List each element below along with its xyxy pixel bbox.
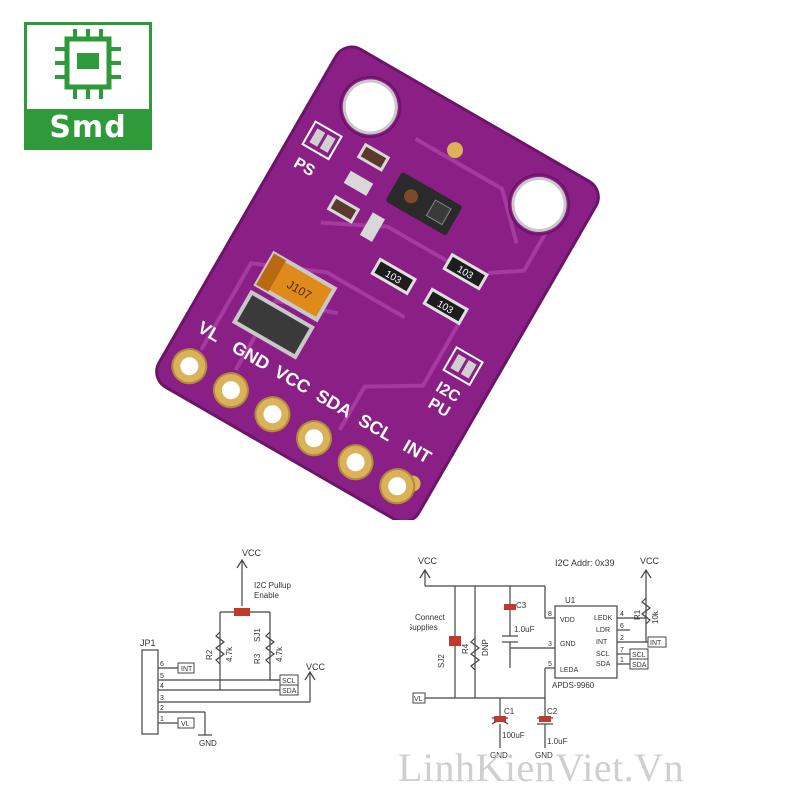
svg-text:SDA: SDA (596, 661, 611, 668)
svg-text:Power Supplies: Power Supplies (410, 623, 438, 632)
resistor: 103 (370, 257, 418, 296)
svg-text:C3: C3 (516, 601, 527, 610)
svg-text:4.7k: 4.7k (275, 646, 284, 662)
mount-hole (511, 176, 567, 232)
svg-text:APDS-9960: APDS-9960 (552, 681, 595, 690)
svg-text:U1: U1 (565, 596, 576, 605)
header-pin: VL (171, 317, 224, 385)
svg-text:I2C Pullup: I2C Pullup (254, 581, 291, 590)
svg-text:10k: 10k (651, 610, 660, 624)
svg-text:INT: INT (596, 639, 608, 646)
smd-logo: Smd (24, 22, 152, 150)
svg-text:LEDA: LEDA (560, 667, 579, 674)
svg-text:GND: GND (560, 641, 576, 648)
svg-text:Connect: Connect (415, 613, 446, 622)
svg-text:INT: INT (650, 640, 662, 647)
svg-text:GND: GND (199, 739, 217, 748)
svg-text:7: 7 (620, 647, 624, 654)
svg-text:VL: VL (181, 721, 190, 728)
mount-hole (342, 79, 398, 135)
svg-text:100uF: 100uF (502, 731, 525, 740)
svg-text:R4: R4 (461, 643, 470, 654)
resistor: 103 (422, 287, 469, 326)
svg-text:1: 1 (620, 657, 624, 664)
svg-text:LEDK: LEDK (594, 615, 613, 622)
schematic-right: VCC VCC I2C Addr: 0x39 Connect Power Sup… (410, 556, 667, 760)
svg-text:C1: C1 (504, 707, 515, 716)
svg-text:I2C Addr: 0x39: I2C Addr: 0x39 (555, 558, 615, 568)
schematic-left: VCC I2C Pullup Enable SJ1 R2 4.7k R3 4.7… (140, 548, 326, 748)
svg-text:VCC: VCC (418, 556, 438, 566)
apds9960-board: 103 103 103 J107 PS I2C (155, 45, 600, 520)
svg-text:GND: GND (535, 751, 553, 760)
svg-text:4.7k: 4.7k (225, 646, 234, 662)
svg-text:5: 5 (548, 661, 552, 668)
svg-text:VCC: VCC (306, 662, 326, 672)
resistor: 103 (442, 252, 489, 291)
watermark: LinhKienViet.Vn (398, 745, 685, 790)
svg-text:VCC: VCC (640, 556, 660, 566)
svg-text:4: 4 (160, 683, 164, 690)
svg-text:SDA: SDA (632, 662, 647, 669)
tantalum-capacitor: J107 (253, 250, 338, 323)
svg-text:3: 3 (160, 695, 164, 702)
svg-text:3: 3 (548, 641, 552, 648)
svg-text:DNP: DNP (481, 639, 490, 656)
svg-text:LDR: LDR (596, 627, 610, 634)
svg-text:4: 4 (620, 611, 624, 618)
svg-text:INT: INT (181, 666, 193, 673)
svg-text:SCL: SCL (596, 651, 610, 658)
svg-text:C2: C2 (547, 707, 558, 716)
svg-text:GND: GND (490, 751, 508, 760)
svg-text:R2: R2 (205, 649, 214, 660)
capacitor (231, 289, 315, 360)
logo-text: Smd (27, 109, 149, 147)
svg-text:1: 1 (160, 716, 164, 723)
svg-text:5: 5 (160, 673, 164, 680)
svg-text:R3: R3 (253, 653, 262, 664)
svg-text:VL: VL (414, 696, 423, 703)
svg-text:2: 2 (160, 705, 164, 712)
svg-text:VDD: VDD (560, 617, 575, 624)
svg-text:SCL: SCL (282, 678, 296, 685)
svg-text:8: 8 (548, 611, 552, 618)
svg-text:JP1: JP1 (140, 638, 156, 648)
svg-text:1.0uF: 1.0uF (514, 625, 535, 634)
svg-text:SJ1: SJ1 (253, 628, 262, 642)
svg-text:6: 6 (620, 623, 624, 630)
svg-text:Enable: Enable (254, 591, 279, 600)
svg-text:1.0uF: 1.0uF (547, 737, 568, 746)
svg-text:6: 6 (160, 661, 164, 668)
svg-text:SJ2: SJ2 (437, 654, 446, 668)
svg-text:R1: R1 (633, 609, 642, 620)
svg-text:SDA: SDA (282, 688, 297, 695)
svg-text:SCL: SCL (632, 652, 646, 659)
chip-icon (55, 29, 121, 99)
svg-text:VCC: VCC (242, 548, 262, 558)
svg-text:2: 2 (620, 635, 624, 642)
